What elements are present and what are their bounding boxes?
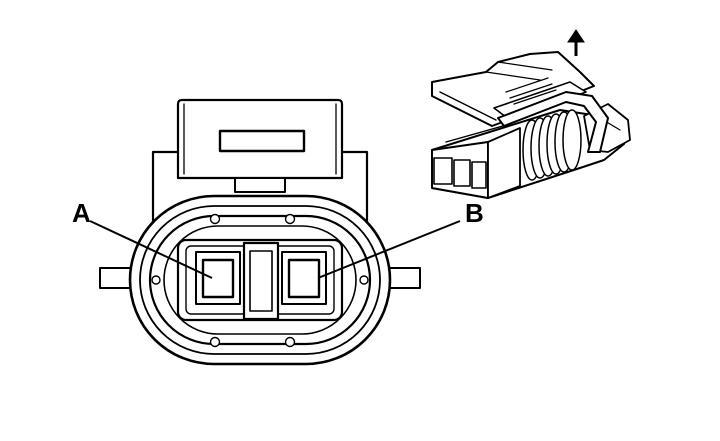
alignment-dot [284,213,296,225]
latch-step [234,177,286,193]
alignment-dot [284,336,296,348]
iso-wire-seal [522,109,582,181]
alignment-dot [151,275,161,285]
arrow-up-icon [567,29,585,56]
terminal-a-pin [201,258,235,299]
alignment-dot [209,213,221,225]
alignment-dot [209,336,221,348]
callout-a-label: A [72,198,91,228]
callout-b-leader [317,220,461,279]
alignment-dot [359,275,369,285]
callout-b-label: B [465,198,484,228]
callout-a-leader [89,220,213,279]
terminal-b-pin [287,258,321,299]
latch-window [218,129,306,153]
iso-retaining-clip [497,91,609,153]
connector-front-view [99,98,421,366]
connector-isometric-view [431,51,631,199]
